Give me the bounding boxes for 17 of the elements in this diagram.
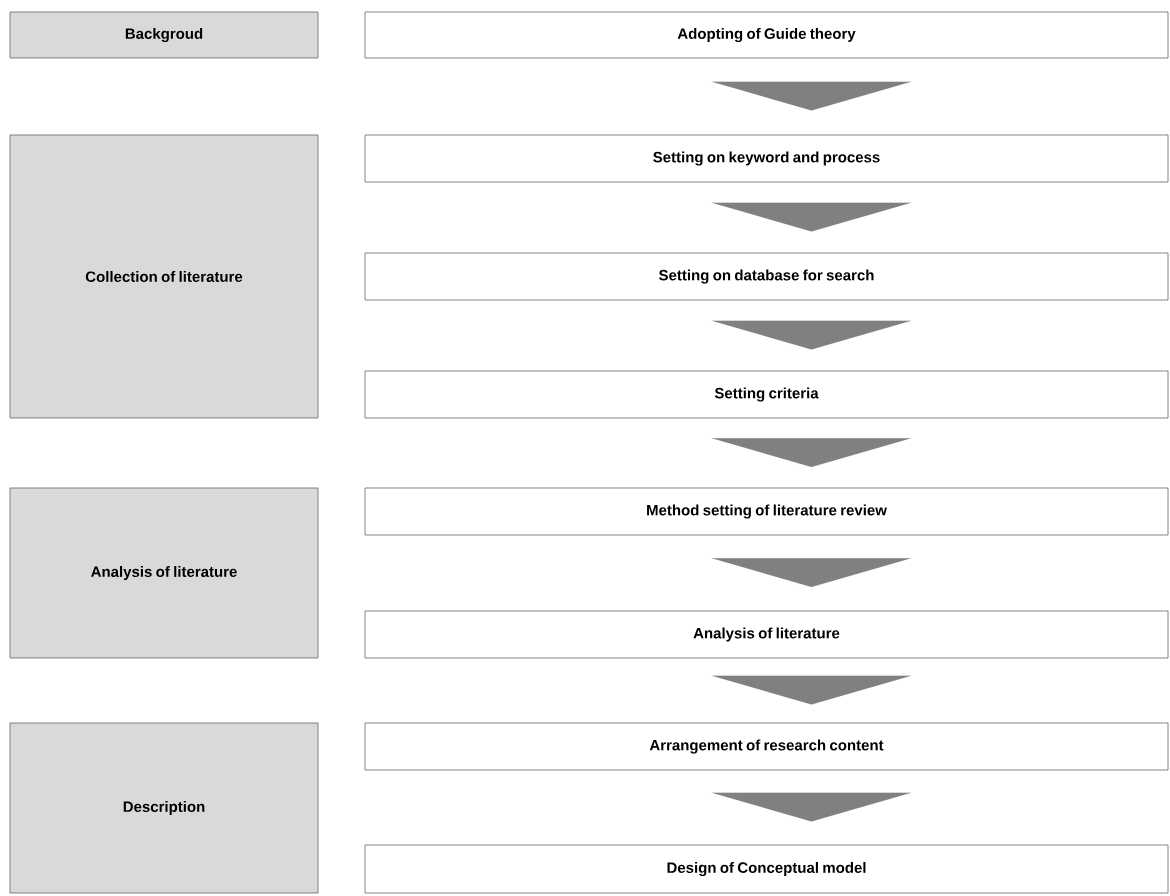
chevron-arrow [711, 675, 912, 705]
stage-box: Collection of literature [9, 134, 319, 419]
chevron-arrow [711, 792, 912, 822]
step-box: Method setting of literature review [364, 487, 1169, 536]
step-box: Adopting of Guide theory [364, 11, 1169, 59]
step-box: Arrangement of research content [364, 722, 1169, 771]
stage-box: Description [9, 722, 319, 894]
chevron-arrow [711, 202, 912, 232]
stage-box: Analysis of literature [9, 487, 319, 659]
step-box: Setting on database for search [364, 252, 1169, 301]
stage-box: Backgroud [9, 11, 319, 59]
step-box: Design of Conceptual model [364, 844, 1169, 894]
chevron-arrow [711, 81, 912, 111]
chevron-arrow [711, 320, 912, 350]
step-box: Analysis of literature [364, 610, 1169, 659]
step-box: Setting on keyword and process [364, 134, 1169, 183]
step-box: Setting criteria [364, 370, 1169, 419]
